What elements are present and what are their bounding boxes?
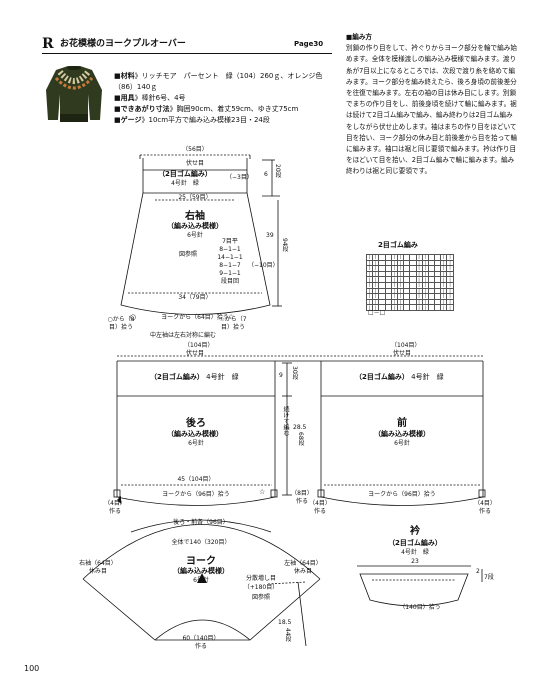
collar-title: 衿 [410, 526, 420, 537]
back-outline [116, 361, 276, 506]
sleeve-cuff: （2目ゴム編み） [158, 170, 212, 178]
sleeve-chart-ref: 図参照 [179, 251, 198, 258]
back-needle: 6号針 [188, 440, 204, 447]
gusset-right: （4目）作る [474, 500, 496, 515]
rib-chart-title: 2目ゴム編み [378, 241, 418, 249]
gusset-left: （4目）作る [104, 500, 126, 515]
front-title: 前 [397, 418, 407, 429]
yoke-depth-rows: 44段 [284, 628, 291, 642]
yoke-total: 全体で140（320目） [171, 539, 231, 546]
front-needle: 6号針 [394, 440, 410, 447]
pattern-letter: R [42, 36, 54, 52]
material-yarn: ■材料》リッチモア パーセント 緑（104）260ｇ、オレンジ色（86）140ｇ [114, 72, 323, 91]
rib-rows: 30段 [291, 366, 298, 380]
collar-rib: （2目ゴム編み） [388, 539, 442, 547]
star-marker: ☆ [228, 313, 234, 321]
sleeve-pattern: （編み込み模様） [167, 222, 223, 230]
sleeve-title: 右袖 [185, 211, 205, 222]
sleeve-cuff-needle: 4号針 緑 [171, 180, 199, 187]
front-outline [320, 361, 484, 506]
materials-list: ■材料》リッチモア パーセント 緑（104）260ｇ、オレンジ色（86）140ｇ… [114, 71, 340, 126]
yoke-left-sleeve: 右袖（64目）休み目 [79, 560, 117, 575]
sleeve-needle: 6号針 [187, 232, 203, 239]
yoke-title: ヨーク [186, 556, 216, 567]
sleeve-top-width: （56目） [182, 146, 208, 153]
yoke-neck-make: 作る [194, 643, 207, 650]
sleeve-pickup-left: ○から（8目）拾う [107, 316, 135, 331]
yoke-inc: （+180目） [243, 584, 279, 591]
back-pattern: （編み込み模様） [167, 430, 223, 438]
yoke-right-sleeve: 左袖（64目）休み目 [284, 560, 322, 575]
body-length-rows: 68段 [297, 432, 304, 446]
front-bind-off: 伏せ目 [393, 350, 412, 357]
body-length-cm: 28.5 [293, 424, 307, 431]
sleeve-length-rows: 94段 [281, 238, 288, 252]
sleeve-note: 中左袖は左右対称に編む [150, 332, 217, 339]
collar-height-cm: 2 [476, 568, 480, 575]
page-reference: Page30 [294, 40, 324, 48]
sleeve-cuff-height: 6 [264, 171, 268, 178]
sleeve-cuff-dec: （−3目） [226, 174, 253, 181]
sleeve-length-cm: 39 [266, 232, 274, 239]
yoke-needle: 6号針 [193, 577, 209, 584]
front-pickup: ヨークから（96目）拾う [368, 491, 436, 498]
sleeve-cuff-rows: 20段 [274, 164, 281, 178]
sleeve-pickup-mid: ヨークから（64目）拾う [161, 314, 229, 321]
sweater-photo [46, 66, 102, 122]
rib-chart-grid: |||||||| |||||||| |||||||| |||||||| ||||… [365, 254, 454, 311]
yoke-pattern: （編み込み模様） [173, 567, 229, 575]
back-rib: （2目ゴム編み） 4号針 緑 [150, 373, 239, 381]
back-pickup: ヨークから（96目）拾う [162, 491, 230, 498]
circle-marker: ○ [130, 313, 136, 321]
collar-height-rows: 7段 [484, 574, 494, 581]
rib-cm: 9 [279, 372, 283, 379]
front-rib: （2目ゴム編み） 4号針 緑 [355, 373, 444, 381]
front-pattern: （編み込み模様） [374, 430, 430, 438]
yoke-neck: 60（140目） [182, 635, 220, 642]
collar-outline [359, 573, 469, 607]
rib-chart-legend: □＝□ [368, 309, 386, 316]
yoke-depth-cm: 18.5 [278, 619, 292, 626]
sleeve-outline [120, 158, 271, 315]
gusset-center: （8目）作る [291, 490, 313, 505]
header-rule [42, 53, 332, 54]
collar-pickup: （140目）拾う [399, 604, 441, 611]
material-size: ■できあがり寸法》胸囲90cm、着丈59cm、ゆき丈75cm [114, 105, 299, 113]
sleeve-bottom-width: 34（79目） [178, 294, 212, 301]
star-marker: ☆ [259, 488, 265, 496]
back-title: 後ろ [186, 418, 206, 429]
continue-label: 続けて編む [282, 406, 289, 436]
yoke-back-front: 後ろ・前各（96目） [173, 519, 229, 526]
material-gauge: ■ゲージ》10cm平方で編み込み模様23目・24段 [114, 116, 270, 124]
sleeve-dec-total: （−10目） [248, 262, 279, 269]
material-needles: ■用具》棒針6号、4号 [114, 94, 186, 102]
collar-width: 23 [411, 558, 419, 565]
back-bind-off: 伏せ目 [186, 350, 205, 357]
collar-needle: 4号針 緑 [401, 549, 429, 556]
gusset-front-left: （4目）作る [309, 500, 331, 515]
yoke-chart-ref: 図参照 [251, 594, 270, 601]
pattern-title: お花模様のヨークプルオーバー [60, 39, 186, 49]
sleeve-bind-off: 伏せ目 [185, 160, 204, 167]
yoke-inc-label: 分散増し目 [245, 575, 276, 582]
howto-text: ■編み方 別鎖の作り目をして、衿ぐりからヨーク部分を輪で編み始めます。全体を模様… [346, 33, 518, 176]
sleeve-width-top: 25（59目） [178, 194, 212, 201]
back-top-width: （104目） [184, 342, 214, 349]
front-top-width: （104目） [391, 342, 421, 349]
yoke-outline [82, 524, 321, 580]
sleeve-decrease-rules: 7目平 8−1−1 14−1−1 8−1−7 9−1−1 段目回 [217, 238, 243, 285]
sleeve-pickup-right: ☆から（7目）拾う [219, 316, 247, 331]
page-number: 100 [24, 664, 40, 673]
back-width: 45（104目） [177, 476, 215, 483]
